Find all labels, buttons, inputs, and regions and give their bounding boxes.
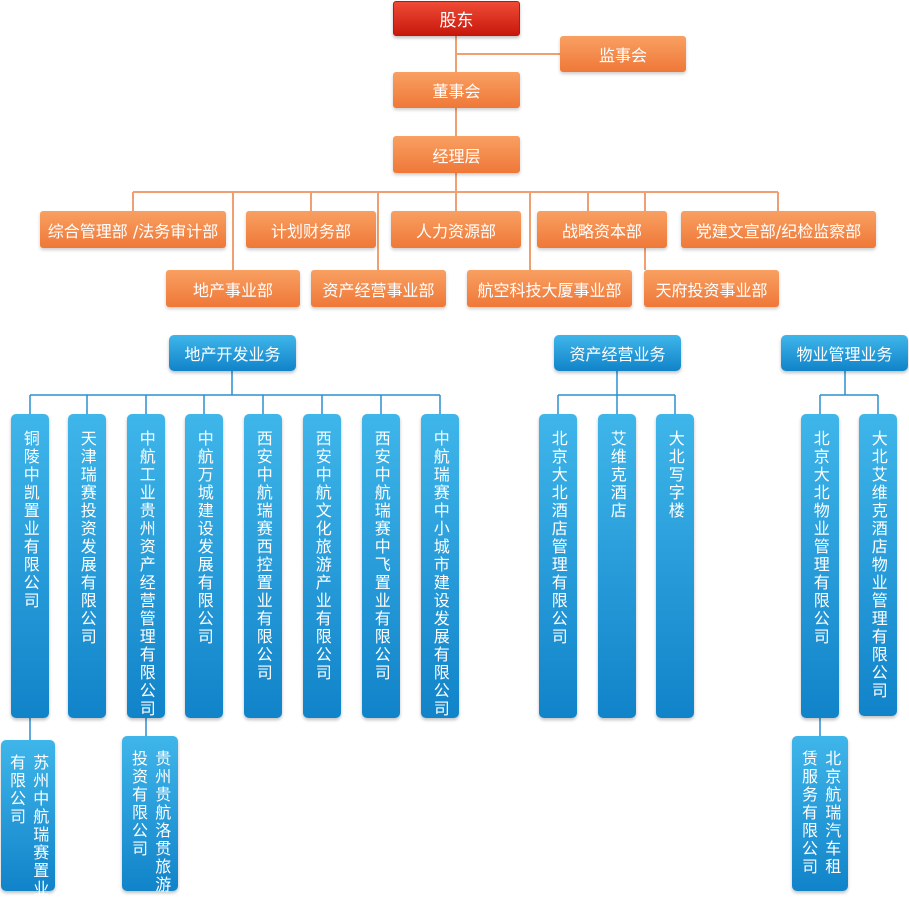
company-label: 中航瑞赛中小城市建设发展有限公司: [430, 430, 450, 718]
subsidiary-label: 苏州中航瑞赛置业有限公司: [7, 754, 50, 898]
dept-human-resources: 人力资源部: [391, 211, 521, 248]
company-label: 大北写字楼: [665, 430, 685, 520]
dept-strategy-capital: 战略资本部: [537, 211, 667, 248]
company-label: 北京大北物业管理有限公司: [810, 430, 830, 646]
dept-asset-operation-division: 资产经营事业部: [311, 270, 446, 307]
subsidiary-box: 苏州中航瑞赛置业有限公司: [1, 740, 55, 898]
dept-label: 天府投资事业部: [655, 280, 768, 300]
subsidiary-label: 北京航瑞汽车租赁服务有限公司: [799, 750, 842, 876]
dept-aviation-tech-building-division: 航空科技大厦事业部: [467, 270, 632, 307]
company-label: 中航万城建设发展有限公司: [194, 430, 214, 646]
dept-label: 计划财务部: [270, 221, 351, 241]
segment-real-estate: 地产开发业务: [169, 335, 296, 371]
board-box: 董事会: [393, 72, 520, 108]
dept-label: 战略资本部: [561, 221, 642, 241]
dept-real-estate-division: 地产事业部: [166, 270, 300, 307]
dept-label: 地产事业部: [192, 280, 273, 300]
subsidiary-label: 贵州贵航洛贯旅游投资有限公司: [129, 750, 172, 894]
dept-planning-finance: 计划财务部: [246, 211, 376, 248]
company-label: 西安中航瑞赛西控置业有限公司: [253, 430, 273, 682]
shareholders-box: 股东: [393, 1, 520, 36]
company-box: 大北艾维克酒店物业管理有限公司: [859, 414, 897, 716]
dept-label: 资产经营事业部: [322, 280, 435, 300]
dept-label: 党建文宣部/纪检监察部: [695, 221, 862, 241]
company-box: 艾维克酒店: [598, 414, 636, 718]
segment-asset-management: 资产经营业务: [554, 335, 681, 371]
company-label: 铜陵中凯置业有限公司: [20, 430, 40, 610]
company-box: 铜陵中凯置业有限公司: [11, 414, 49, 718]
company-box: 中航工业贵州资产经营管理有限公司: [127, 414, 165, 718]
segment-property-management: 物业管理业务: [781, 335, 908, 371]
management-box: 经理层: [393, 136, 520, 173]
company-label: 北京大北酒店管理有限公司: [548, 430, 568, 646]
company-box: 西安中航文化旅游产业有限公司: [303, 414, 341, 718]
management-label: 经理层: [432, 146, 481, 166]
dept-admin-legal-audit: 综合管理部 /法务审计部: [40, 211, 226, 248]
company-label: 西安中航文化旅游产业有限公司: [312, 430, 332, 682]
dept-label: 综合管理部 /法务审计部: [47, 221, 219, 241]
company-label: 西安中航瑞赛中飞置业有限公司: [371, 430, 391, 682]
dept-tianfu-investment-division: 天府投资事业部: [644, 270, 779, 307]
board-label: 董事会: [432, 82, 481, 101]
supervisors-label: 监事会: [598, 46, 647, 65]
company-box: 大北写字楼: [656, 414, 694, 718]
company-box: 北京大北物业管理有限公司: [801, 414, 839, 718]
dept-party-discipline: 党建文宣部/纪检监察部: [681, 211, 876, 248]
segment-label: 资产经营业务: [569, 345, 666, 364]
subsidiary-box: 贵州贵航洛贯旅游投资有限公司: [122, 736, 178, 894]
dept-label: 人力资源部: [415, 221, 496, 241]
company-label: 中航工业贵州资产经营管理有限公司: [136, 430, 156, 718]
supervisors-box: 监事会: [560, 36, 686, 72]
company-box: 西安中航瑞赛中飞置业有限公司: [362, 414, 400, 718]
company-label: 大北艾维克酒店物业管理有限公司: [868, 430, 888, 700]
shareholders-label: 股东: [439, 11, 474, 31]
company-box: 中航瑞赛中小城市建设发展有限公司: [421, 414, 459, 718]
company-label: 天津瑞赛投资发展有限公司: [77, 430, 97, 646]
segment-label: 地产开发业务: [184, 345, 281, 364]
subsidiary-box: 北京航瑞汽车租赁服务有限公司: [792, 736, 848, 891]
company-box: 西安中航瑞赛西控置业有限公司: [244, 414, 282, 718]
company-label: 艾维克酒店: [607, 430, 627, 520]
company-box: 中航万城建设发展有限公司: [185, 414, 223, 718]
dept-label: 航空科技大厦事业部: [477, 280, 622, 300]
company-box: 天津瑞赛投资发展有限公司: [68, 414, 106, 718]
segment-label: 物业管理业务: [796, 345, 893, 364]
company-box: 北京大北酒店管理有限公司: [539, 414, 577, 718]
